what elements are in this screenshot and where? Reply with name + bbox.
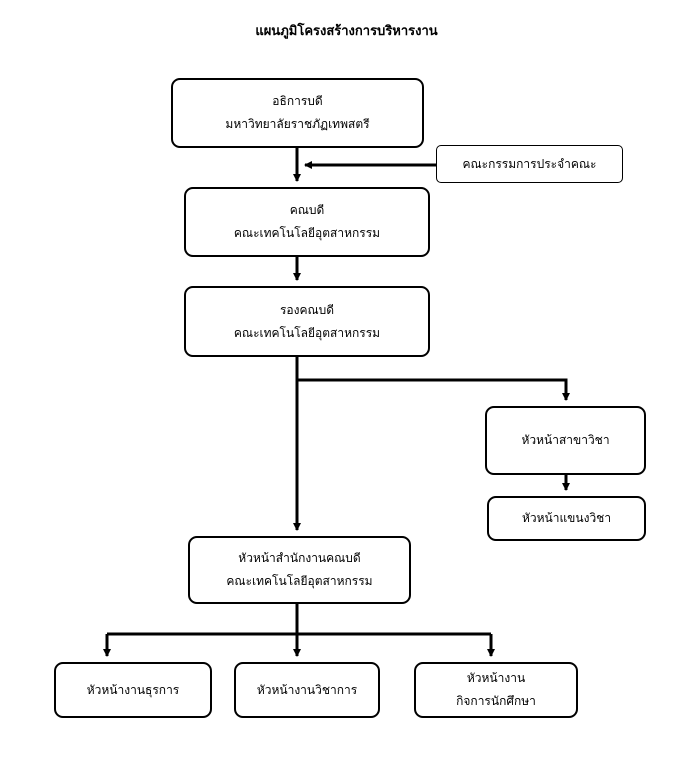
node-admin-head: หัวหน้างานธุรการ bbox=[54, 662, 212, 718]
node-office-head: หัวหน้าสำนักงานคณบดี คณะเทคโนโลยีอุตสาหก… bbox=[188, 536, 411, 604]
node-office-head-line2: คณะเทคโนโลยีอุตสาหกรรม bbox=[226, 574, 373, 588]
node-program-head-line1: หัวหน้าสาขาวิชา bbox=[521, 433, 610, 447]
node-office-head-line1: หัวหน้าสำนักงานคณบดี bbox=[238, 551, 361, 565]
node-vice-dean-line2: คณะเทคโนโลยีอุตสาหกรรม bbox=[233, 325, 381, 340]
node-vice-dean-line1: รองคณบดี bbox=[279, 302, 335, 317]
node-president-line1: อธิการบดี bbox=[272, 94, 323, 108]
node-major-head-line1: หัวหน้าแขนงวิชา bbox=[521, 511, 612, 525]
node-student-affairs-head-line2: กิจการนักศึกษา bbox=[456, 694, 536, 708]
chart-title: แผนภูมิโครงสร้างการบริหารงาน bbox=[255, 24, 438, 39]
node-vice-dean: รองคณบดี คณะเทคโนโลยีอุตสาหกรรม bbox=[184, 286, 430, 357]
node-academic-head-line1: หัวหน้างานวิชาการ bbox=[256, 682, 358, 697]
node-academic-head: หัวหน้างานวิชาการ bbox=[234, 662, 380, 718]
node-student-affairs-head-line1: หัวหน้างาน bbox=[466, 671, 526, 685]
node-president: อธิการบดี มหาวิทยาลัยราชภัฏเทพสตรี bbox=[171, 78, 424, 148]
node-dean-line2: คณะเทคโนโลยีอุตสาหกรรม bbox=[233, 226, 381, 240]
node-admin-head-line1: หัวหน้างานธุรการ bbox=[86, 682, 180, 697]
node-program-head: หัวหน้าสาขาวิชา bbox=[485, 406, 646, 475]
node-major-head: หัวหน้าแขนงวิชา bbox=[487, 496, 646, 541]
connector-vicedean-program bbox=[297, 378, 570, 401]
node-dean: คณบดี คณะเทคโนโลยีอุตสาหกรรม bbox=[184, 187, 430, 257]
node-committee: คณะกรรมการประจำคณะ bbox=[436, 145, 623, 183]
node-committee-line1: คณะกรรมการประจำคณะ bbox=[462, 156, 597, 171]
node-student-affairs-head: หัวหน้างาน กิจการนักศึกษา bbox=[414, 662, 578, 718]
node-dean-line1: คณบดี bbox=[289, 203, 325, 217]
node-president-line2: มหาวิทยาลัยราชภัฏเทพสตรี bbox=[225, 117, 370, 131]
